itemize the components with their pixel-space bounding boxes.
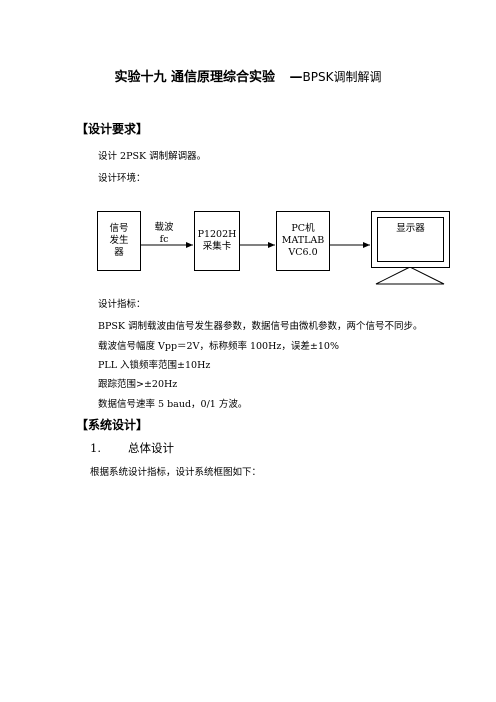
title-main: 实验十九 通信原理综合实验 [114, 70, 276, 85]
pc-line3: VC6.0 [288, 247, 318, 258]
signal-generator-line2: 发生 [109, 235, 129, 246]
page-title: 实验十九 通信原理综合实验 —BPSK调制解调 [0, 66, 496, 85]
display-monitor-box: 显示器 [371, 211, 450, 268]
signal-generator-box: 信号 发生 器 [97, 211, 141, 271]
title-sub: BPSK调制解调 [302, 70, 382, 84]
acquisition-card-box: P1202H 采集卡 [194, 211, 240, 271]
acquisition-card-line1: P1202H [197, 229, 237, 240]
display-label: 显示器 [396, 222, 425, 234]
pc-matlab-box: PC机 MATLAB VC6.0 [276, 211, 330, 271]
monitor-screen: 显示器 [377, 217, 444, 262]
monitor-stand [375, 266, 445, 285]
subsection-overall-design: 1. 总体设计 [90, 440, 174, 456]
para-carrier-amplitude: 载波信号幅度 Vpp＝2V，标称频率 100Hz，误差±10% [98, 341, 339, 352]
para-design-target: 设计 2PSK 调制解调器。 [98, 151, 207, 162]
para-bpsk-carrier: BPSK 调制载波由信号发生器参数，数据信号由微机参数，两个信号不同步。 [98, 321, 423, 332]
para-data-rate: 数据信号速率 5 baud，0/1 方波。 [98, 399, 248, 410]
para-design-environment: 设计环境： [98, 173, 146, 184]
para-tracking-range: 跟踪范围>±20Hz [98, 379, 178, 390]
para-pll-range: PLL 入锁频率范围±10Hz [98, 360, 211, 371]
section-design-requirements: 【设计要求】 [76, 122, 149, 136]
carrier-label: 载波 fc [146, 222, 182, 246]
carrier-label-line2: fc [159, 234, 169, 245]
section-system-design: 【系统设计】 [76, 418, 149, 432]
title-dash: — [289, 70, 303, 85]
subsection-title: 总体设计 [128, 441, 174, 455]
signal-generator-line1: 信号 [109, 223, 129, 234]
acquisition-card-line2: 采集卡 [202, 241, 232, 252]
signal-generator-line3: 器 [114, 247, 124, 258]
pc-line2: MATLAB [281, 235, 325, 246]
para-design-indicators: 设计指标： [98, 299, 146, 310]
para-system-diagram-intro: 根据系统设计指标，设计系统框图如下： [90, 467, 262, 478]
pc-line1: PC机 [291, 223, 315, 234]
carrier-label-line1: 载波 [154, 222, 174, 233]
subsection-number: 1. [90, 441, 101, 455]
